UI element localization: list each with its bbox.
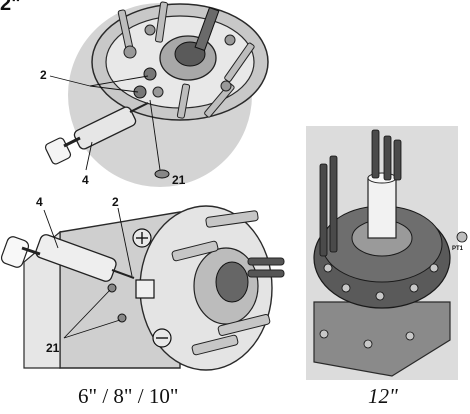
screw-2-head: [143, 67, 157, 81]
shaft-extension: [194, 6, 220, 52]
bolts: [123, 24, 236, 98]
plug-21-lower: [117, 313, 127, 323]
front-studs: [171, 210, 285, 356]
bottom-callout-21: 21: [46, 341, 60, 355]
plug-21: [154, 169, 170, 179]
top-callout-4: 4: [82, 173, 89, 187]
bottom-left-view-panel: 4 2 21: [0, 192, 290, 380]
shaft: [367, 177, 397, 239]
flange-bolts: [319, 263, 439, 349]
bottom-callout-4: 4: [36, 195, 43, 209]
top-callout-2: 2: [40, 68, 47, 82]
right-view-panel: PT1: [302, 126, 470, 382]
bottom-left-view-illustration: 4 2 21: [0, 195, 285, 371]
studs: [117, 1, 255, 119]
caption-small-sizes: 6" / 8" / 10": [78, 384, 179, 408]
lower-housing: [313, 301, 451, 377]
syringe: [44, 102, 149, 165]
bottom-callout-2: 2: [112, 195, 119, 209]
front-shaft: [215, 261, 249, 303]
leader-lines: [49, 75, 161, 171]
square-port: [135, 279, 155, 299]
right-view-illustration: PT1: [306, 126, 468, 380]
top-view-illustration: 2 4 21: [40, 1, 269, 187]
pt1-port: [456, 231, 468, 243]
corner-size-label: 2": [0, 0, 21, 15]
caption-large-size: 12": [368, 384, 398, 408]
tie-rods: [319, 129, 402, 257]
top-callout-21: 21: [172, 173, 186, 187]
top-view-panel: 2 4 21: [30, 0, 300, 192]
pt1-label: PT1: [452, 246, 464, 252]
screw-2-second-head: [133, 85, 147, 99]
syringe-large: [0, 234, 135, 282]
leader-lines-bottom: [43, 207, 133, 339]
